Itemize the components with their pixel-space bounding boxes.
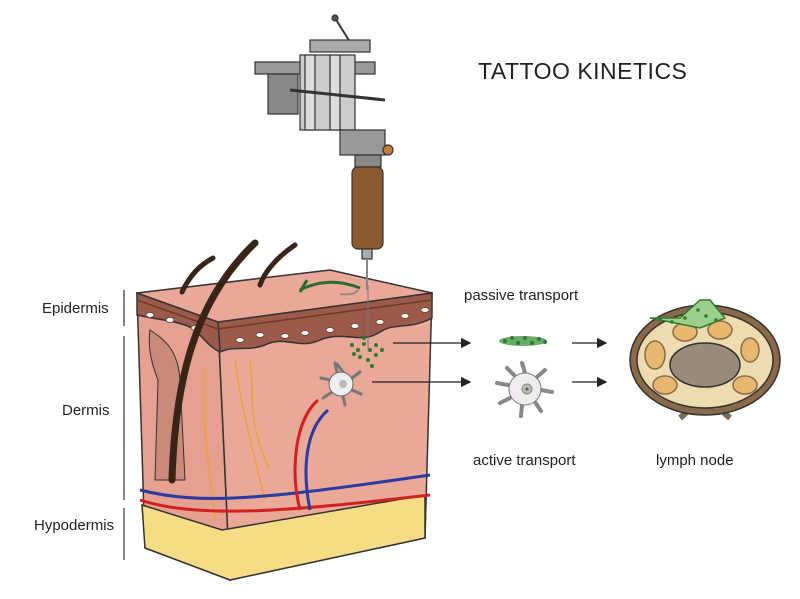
free-ink-particles-icon	[499, 336, 547, 346]
macrophage-dermis-icon	[319, 361, 363, 407]
label-lymph-node: lymph node	[656, 452, 734, 469]
page-title: TATTOO KINETICS	[478, 58, 688, 84]
label-dermis: Dermis	[62, 402, 110, 419]
ink-particles-dermis	[350, 336, 384, 368]
motion-arrow-icon	[298, 279, 361, 296]
label-active-transport: active transport	[473, 452, 576, 469]
label-epidermis: Epidermis	[42, 300, 109, 317]
macrophage-icon	[495, 361, 554, 418]
label-passive-transport: passive transport	[464, 287, 579, 304]
blood-vessels	[139, 398, 431, 513]
tattoo-machine	[254, 14, 394, 290]
label-hypodermis: Hypodermis	[34, 517, 115, 534]
nerves	[203, 359, 271, 521]
lymph-node-icon	[629, 299, 781, 421]
skin-block	[136, 269, 433, 582]
hairs	[168, 239, 298, 484]
epidermis-cells	[145, 307, 430, 343]
